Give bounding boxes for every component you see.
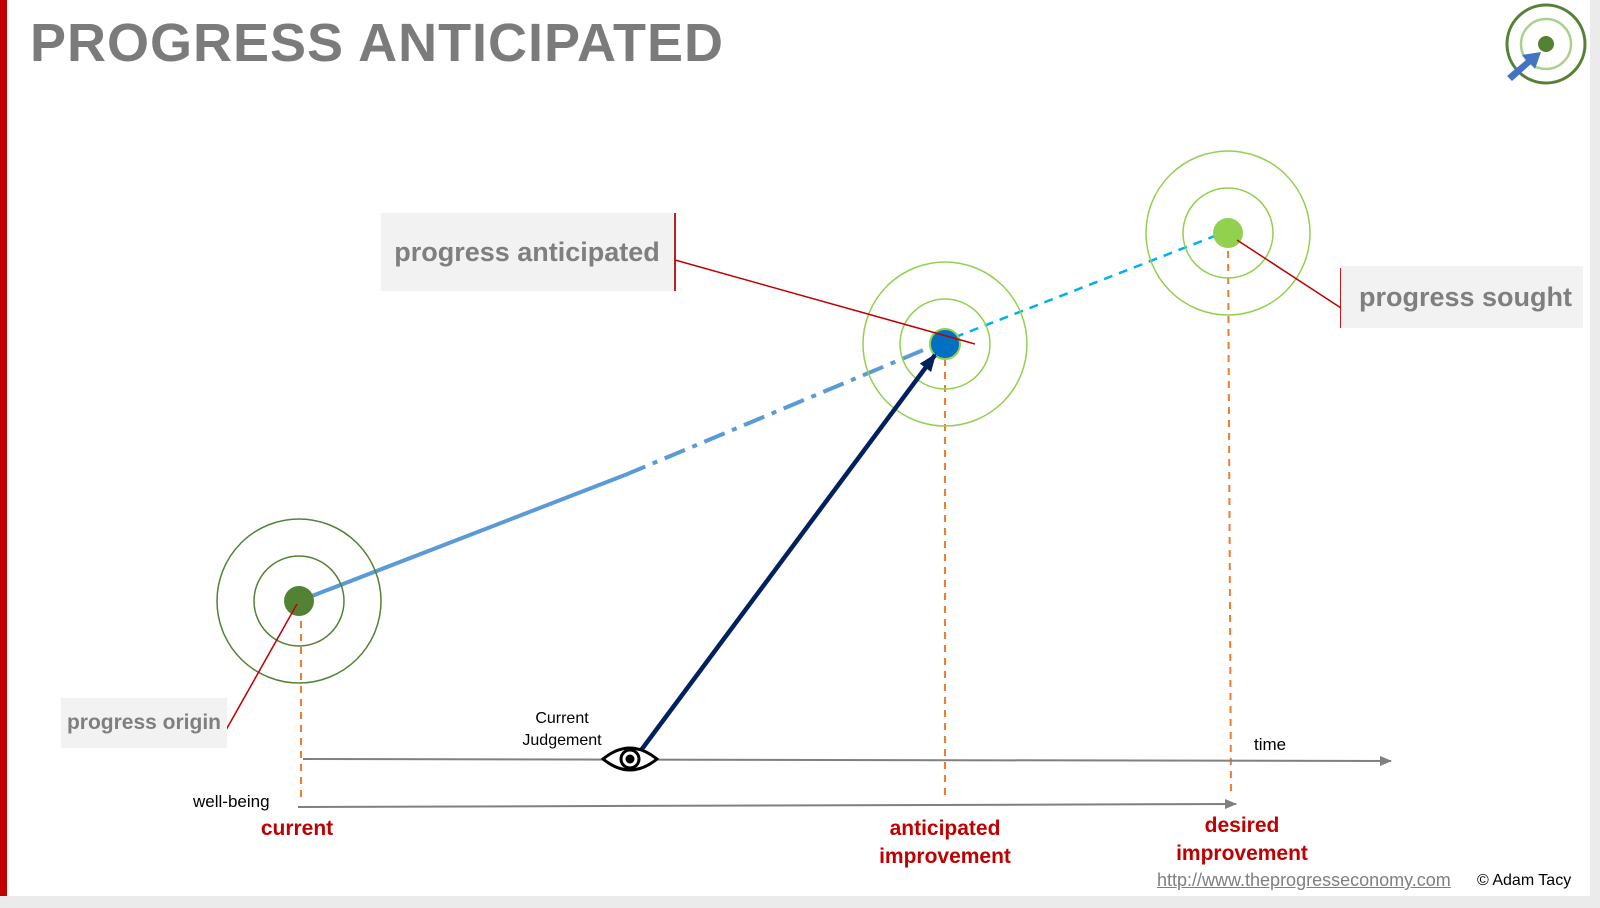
wellbeing-axis-label: well-being (193, 792, 270, 811)
anticipated-point (929, 328, 961, 360)
trajectory-solid (298, 473, 626, 603)
callout-anticipated-leader (674, 213, 976, 345)
sought-target (1145, 150, 1311, 316)
judgement-arrow (634, 353, 937, 759)
sought-point (1213, 218, 1243, 248)
eye-icon (600, 746, 660, 772)
time-axis-label: time (1254, 735, 1287, 754)
page-title: PROGRESS ANTICIPATED (30, 13, 725, 73)
judgement-label: Current Judgement (514, 708, 610, 752)
marker-desired-improvement: desired improvement (1162, 812, 1322, 868)
judgement-label-line2: Judgement (522, 732, 602, 749)
marker-desired-line2: improvement (1176, 842, 1308, 865)
wellbeing-axis (297, 799, 1237, 810)
marker-current: current (260, 817, 334, 840)
callout-sought-leader (1236, 239, 1342, 328)
trajectory-dashdot (624, 341, 941, 477)
callout-progress-anticipated: progress anticipated (381, 213, 673, 291)
callout-progress-origin: progress origin (61, 698, 227, 748)
time-axis (302, 755, 1392, 766)
marker-desired-line1: desired (1204, 814, 1280, 837)
judgement-label-line1: Current (535, 710, 589, 727)
website-link[interactable]: http://www.theprogresseconomy.com (1157, 870, 1451, 890)
marker-anticipated-line2: improvement (879, 845, 1011, 868)
marker-anticipated-line1: anticipated (889, 817, 1001, 840)
accent-bar (0, 0, 7, 896)
callout-progress-sought: progress sought (1341, 266, 1583, 328)
anticipated-target (862, 261, 1028, 427)
marker-anticipated-improvement: anticipated improvement (865, 815, 1025, 871)
copyright-text: © Adam Tacy (1477, 872, 1572, 889)
target-logo-icon (1505, 3, 1587, 85)
guide-desired (1227, 237, 1232, 797)
projection-dashed (939, 230, 1226, 345)
origin-point (284, 586, 314, 616)
origin-target (216, 518, 382, 684)
